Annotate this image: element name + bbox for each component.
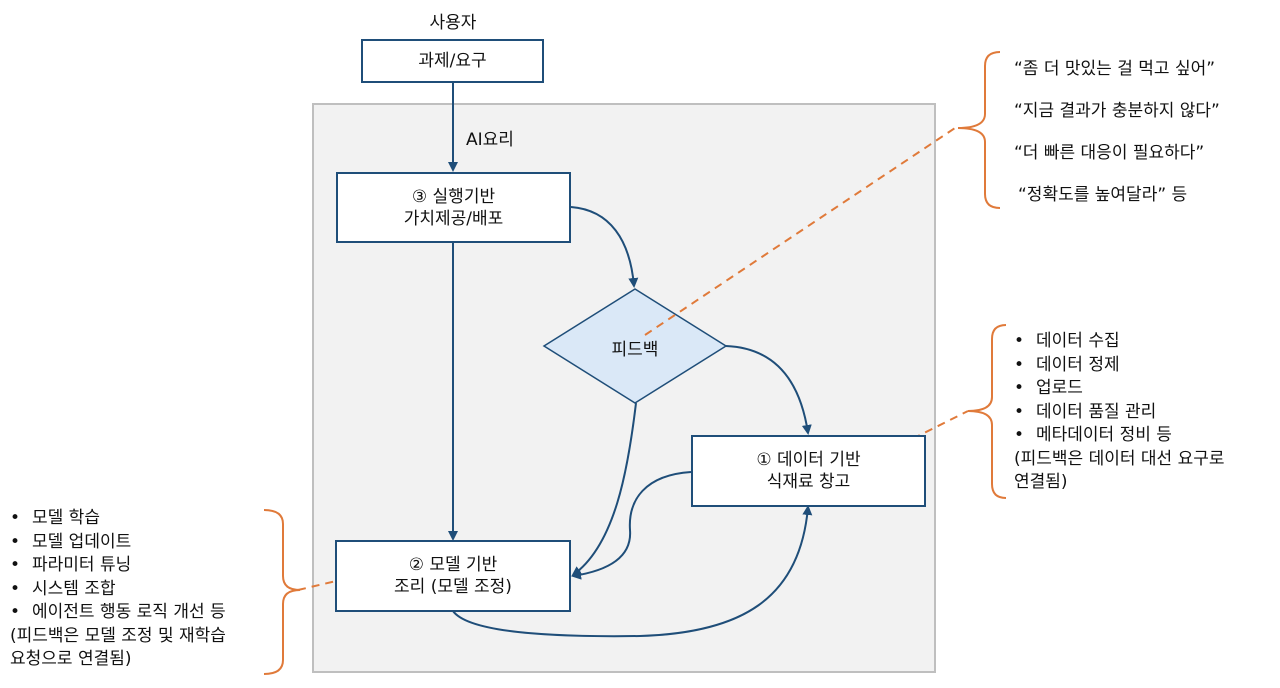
model-notes-footer-2: 요청으로 연결됨)	[10, 649, 132, 669]
quote-item: “정확도를 높여달라” 등	[1018, 185, 1188, 205]
data-warehouse-line2: 식재료 창고	[766, 472, 851, 492]
list-item: •데이터 품질 관리	[1014, 401, 1157, 422]
model-notes-footer-1: (피드백은 모델 조정 및 재학습	[10, 625, 226, 646]
data-notes: •데이터 수집 •데이터 정제 •업로드 •데이터 품질 관리 •메타데이터 정…	[1014, 330, 1225, 495]
arrow-model-to-data	[452, 505, 813, 638]
quote-item: “지금 결과가 충분하지 않다”	[1014, 101, 1220, 121]
user-label: 사용자	[429, 13, 477, 33]
ai-cooking-label: AI요리	[466, 130, 514, 150]
data-warehouse-box: ① 데이터 기반 식재료 창고	[691, 435, 926, 507]
quote-item: “좀 더 맛있는 걸 먹고 싶어”	[1014, 59, 1216, 79]
list-item: •메타데이터 정비 등	[1014, 425, 1172, 445]
execution-line2: 가치제공/배포	[403, 208, 504, 229]
arrow-feedback-to-model	[571, 402, 637, 577]
model-cooking-line2: 조리 (모델 조정)	[394, 577, 512, 597]
list-item: •데이터 정제	[1014, 354, 1120, 375]
bracket-data-notes	[967, 324, 1007, 499]
task-box: 과제/요구	[361, 39, 544, 83]
list-item: •데이터 수집	[1014, 331, 1120, 351]
quote-item: “더 빠른 대응이 필요하다”	[1014, 143, 1205, 163]
execution-line1: ③ 실행기반	[411, 186, 496, 207]
data-warehouse-line1: ① 데이터 기반	[756, 450, 861, 470]
list-item: •시스템 조합	[10, 578, 116, 599]
data-notes-footer-2: 연결됨)	[1014, 472, 1068, 492]
bracket-quotes	[957, 51, 1001, 209]
arrow-execution-to-feedback	[570, 206, 639, 288]
list-item: •에이전트 행동 로직 개선 등	[10, 602, 226, 622]
task-box-text: 과제/요구	[418, 51, 487, 71]
feedback-diamond	[542, 288, 728, 404]
model-cooking-box: ② 모델 기반 조리 (모델 조정)	[335, 540, 571, 612]
list-item: •업로드	[1014, 378, 1083, 398]
dashed-model-to-notes	[297, 559, 426, 591]
execution-box: ③ 실행기반 가치제공/배포	[336, 172, 571, 243]
arrow-data-to-model	[571, 471, 692, 580]
list-item: •파라미터 튜닝	[10, 555, 132, 575]
feedback-label: 피드백	[611, 340, 659, 360]
data-notes-footer-1: (피드백은 데이터 대선 요구로	[1014, 448, 1225, 469]
arrow-feedback-to-data	[725, 345, 812, 435]
list-item: •모델 학습	[10, 508, 100, 528]
feedback-quotes: “좀 더 맛있는 걸 먹고 싶어” “지금 결과가 충분하지 않다” “더 빠른…	[1014, 48, 1220, 216]
model-cooking-line1: ② 모델 기반	[408, 555, 498, 575]
dashed-feedback-to-quotes	[644, 127, 956, 336]
model-notes: •모델 학습 •모델 업데이트 •파라미터 튜닝 •시스템 조합 •에이전트 행…	[10, 507, 226, 672]
bracket-model-notes	[263, 509, 301, 675]
list-item: •모델 업데이트	[10, 531, 132, 552]
